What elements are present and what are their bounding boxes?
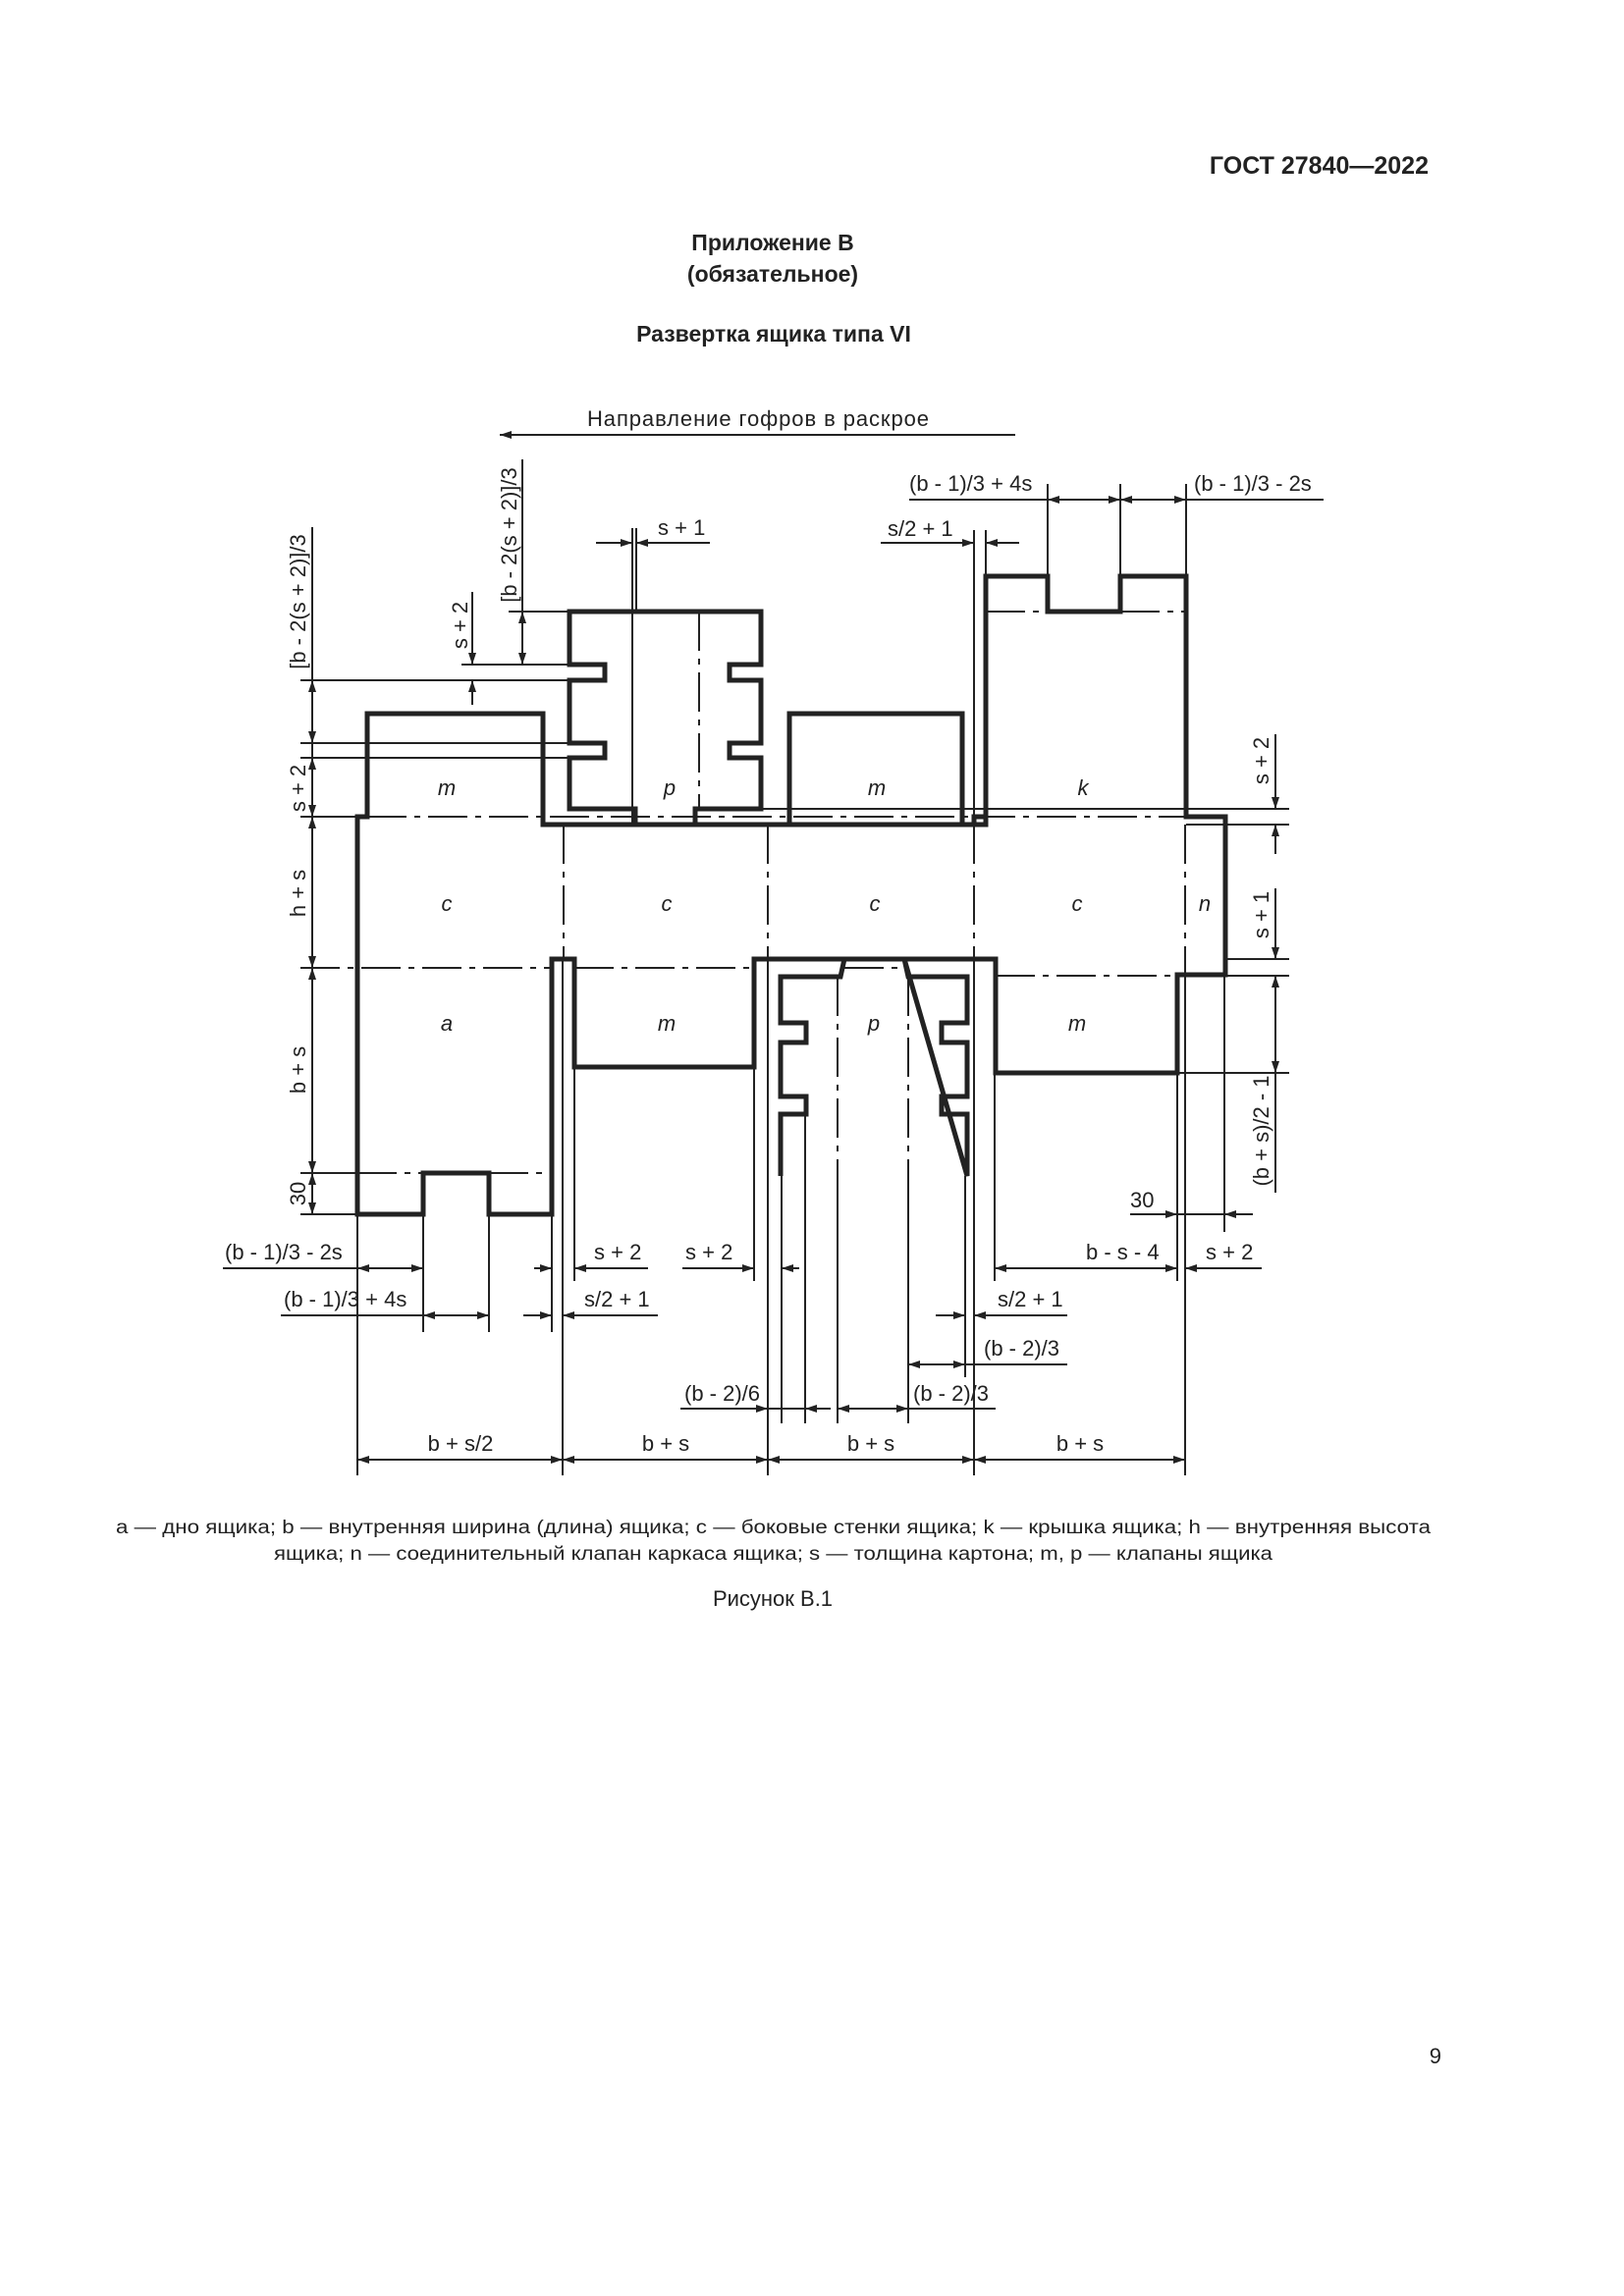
dim-label: s/2 + 1 [584,1287,650,1311]
standard-number: ГОСТ 27840—2022 [1210,152,1429,180]
panel-label: c [1072,891,1083,916]
dim-label: h + s [286,870,310,917]
blank-outline [354,573,1228,1217]
dim-label: 30 [1130,1188,1154,1212]
dim-label: s/2 + 1 [998,1287,1063,1311]
panel-label: m [868,775,886,800]
panel-label: p [663,775,676,800]
dim-label: s + 2 [594,1240,641,1264]
legend-line-2: ящика; n — соединительный клапан каркаса… [274,1544,1272,1565]
dim-label: s + 2 [1206,1240,1253,1264]
flap-p-bottom-outline [778,958,970,1177]
flap-m-top-right-outline [786,711,965,825]
dim-label: b + s [1056,1431,1104,1456]
dim-label: (b - 2)/3 [913,1381,989,1406]
dim-label: (b - 2)/3 [984,1336,1059,1361]
panel-label: c [870,891,881,916]
page-number: 9 [1430,2044,1441,2068]
figure-caption: Рисунок В.1 [713,1586,833,1611]
dim-label: s + 1 [1249,891,1273,938]
appendix-title: Приложение В [691,230,853,255]
panel-label: m [658,1011,676,1036]
corrugation-direction-label: Направление гофров в раскрое [587,406,929,431]
dim-label: b + s/2 [428,1431,494,1456]
figure-title: Развертка ящика типа VI [636,321,911,347]
dim-label: s + 2 [448,602,472,649]
dim-label: (b - 1)/3 - 2s [225,1240,343,1264]
panel-label: c [442,891,453,916]
panel-label: p [867,1011,880,1036]
dim-label: b + s [286,1046,310,1094]
dim-label: s/2 + 1 [888,516,953,541]
panel-label: k [1078,775,1090,800]
dim-label: [b - 2(s + 2)]/3 [497,467,521,603]
panel-label: m [1068,1011,1086,1036]
flap-p-top-outline [567,609,764,825]
dim-label: b + s [642,1431,689,1456]
panel-label: n [1199,891,1211,916]
dim-label: s + 2 [685,1240,732,1264]
dim-label: s + 1 [658,515,705,540]
dim-label: b - s - 4 [1086,1240,1160,1264]
dim-label: s + 2 [1249,737,1273,784]
panel-label: a [441,1011,453,1036]
dim-label: (b - 1)/3 + 4s [909,471,1032,496]
box-blank-drawing: Направление гофров в раскрое [223,406,1324,1475]
dim-label: b + s [847,1431,894,1456]
dim-label: (b - 1)/3 - 2s [1194,471,1312,496]
dim-label: (b + s)/2 - 1 [1249,1075,1273,1186]
legend-line-1: a — дно ящика; b — внутренняя ширина (дл… [116,1518,1432,1538]
panel-label: c [662,891,673,916]
dim-label: 30 [286,1182,310,1205]
appendix-status: (обязательное) [687,261,858,287]
dim-label: (b - 2)/6 [684,1381,760,1406]
dim-label: [b - 2(s + 2)]/3 [286,534,310,669]
dim-label: (b - 1)/3 + 4s [284,1287,406,1311]
dim-label: s + 2 [286,765,310,812]
panel-label: m [438,775,456,800]
